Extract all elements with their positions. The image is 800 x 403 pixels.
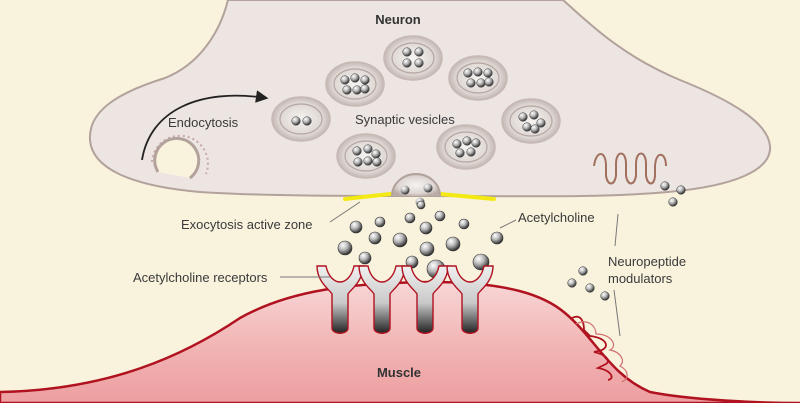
synaptic-vesicles-label: Synaptic vesicles (355, 112, 455, 127)
synaptic-vesicle (325, 61, 385, 107)
acetylcholine-label: Acetylcholine (518, 210, 595, 225)
acetylcholine-molecule (445, 236, 461, 252)
endocytosis-label: Endocytosis (168, 115, 239, 130)
fusing-vesicle (391, 173, 441, 207)
leader-lines (280, 201, 621, 337)
acetylcholine-receptors-label: Acetylcholine receptors (133, 270, 268, 285)
synaptic-vesicle (271, 96, 331, 142)
acetylcholine-receptor (358, 265, 406, 334)
neuropeptide-label-line2: modulators (608, 271, 673, 286)
synaptic-vesicle (383, 35, 443, 81)
exocytosis-active-zone-label: Exocytosis active zone (181, 217, 313, 232)
exocytosis-active-zone (343, 192, 496, 201)
synaptic-vesicle (436, 124, 496, 170)
neuron-label: Neuron (375, 12, 421, 27)
neuropeptide-receptor-neuron (593, 152, 667, 185)
muscle-label: Muscle (377, 365, 421, 380)
acetylcholine-molecule (404, 212, 416, 224)
muscle-body (0, 280, 800, 403)
endocytosis-arrow (141, 90, 269, 161)
synaptic-vesicle (336, 133, 396, 179)
neuropeptide-receptor-muscle (571, 315, 613, 381)
acetylcholine-receptor (446, 265, 494, 334)
acetylcholine-molecule (392, 232, 408, 248)
neuropeptide-molecule (567, 278, 577, 288)
neuropeptide-molecule (585, 283, 595, 293)
acetylcholine-molecules (337, 200, 504, 279)
acetylcholine-receptor (316, 265, 364, 334)
acetylcholine-molecule (358, 251, 372, 265)
acetylcholine-molecule (337, 240, 353, 256)
neuropeptide-molecule (668, 197, 678, 207)
acetylcholine-molecule (490, 231, 504, 245)
synaptic-vesicle (448, 55, 508, 101)
acetylcholine-molecule (419, 221, 433, 235)
endocytosis-pit (151, 134, 209, 180)
neuropeptide-molecule (600, 291, 610, 301)
neuropeptide-label-line1: Neuropeptide (608, 254, 686, 269)
acetylcholine-molecule (349, 220, 363, 234)
synaptic-vesicle (501, 98, 561, 144)
acetylcholine-molecule (419, 241, 435, 257)
acetylcholine-receptor (401, 265, 449, 334)
acetylcholine-molecule (368, 231, 382, 245)
acetylcholine-molecule (458, 218, 470, 230)
neuropeptide-molecule (660, 181, 670, 191)
acetylcholine-molecule (374, 216, 386, 228)
acetylcholine-molecule (434, 210, 446, 222)
acetylcholine-molecule (416, 200, 426, 210)
neuropeptide-molecule (676, 185, 686, 195)
neuropeptide-molecule (578, 266, 588, 276)
